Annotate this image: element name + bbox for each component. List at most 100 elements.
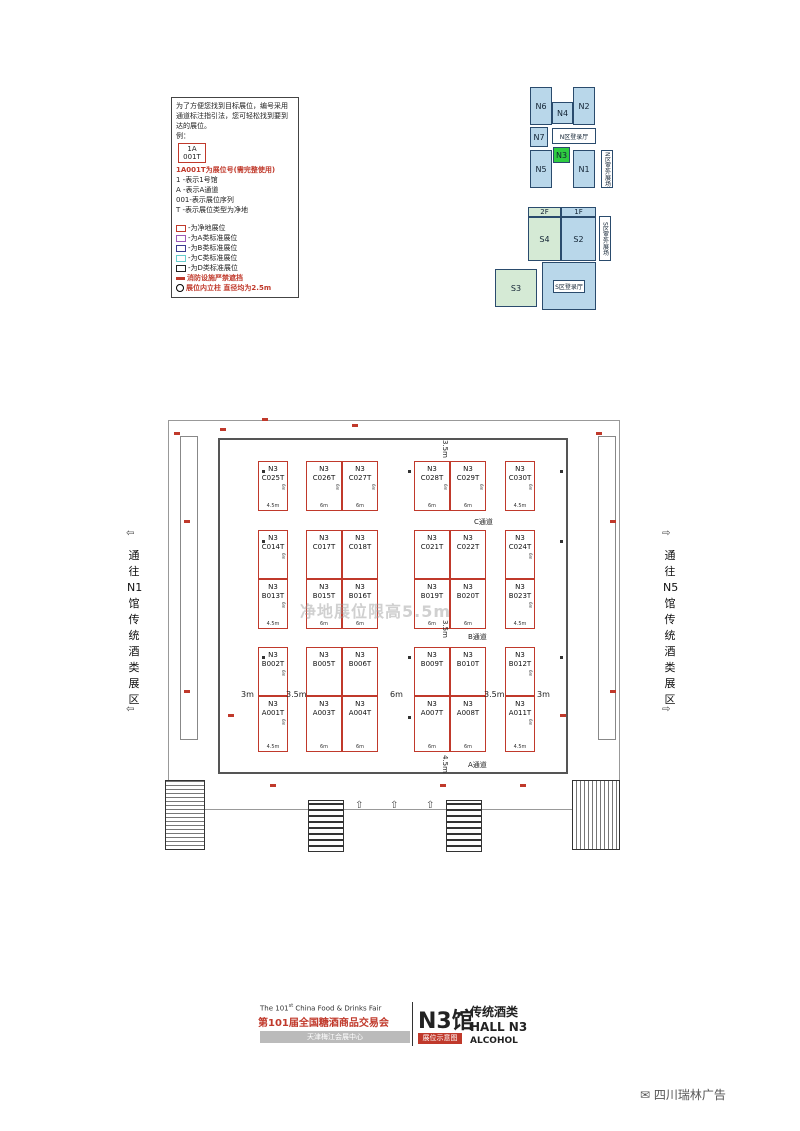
booth-code: B019T [420, 592, 444, 600]
hall-outer-wall [168, 420, 620, 810]
legend-fire-row: 消防设施严禁遮挡 [176, 273, 294, 283]
booth-code: C021T [420, 543, 444, 551]
keymap-hall-n5: N5 [530, 150, 552, 188]
category-cn: 传统酒类 [470, 1005, 519, 1019]
booth-code: A008T [456, 709, 480, 717]
keymap-hall-s3: S3 [495, 269, 537, 307]
legend-type-row: -为A类标准展位 [176, 233, 294, 243]
booth-hall: N3 [463, 700, 473, 708]
fire-equipment-icon [262, 418, 268, 421]
wechat-icon: ✉ [640, 1088, 651, 1102]
keymap-hall-n3-current: N3 [553, 147, 570, 163]
booth-depth: 6m [281, 719, 286, 726]
booth-depth: 6m [479, 484, 484, 491]
booth-width: 4.5m [513, 621, 527, 627]
booth-code: C029T [456, 474, 480, 482]
column-icon [262, 656, 265, 659]
keymap-n-outdoor: N区室外展场 [601, 150, 613, 188]
booth-code: B002T [261, 660, 285, 668]
booth-hall: N3 [515, 651, 525, 659]
fire-equipment-icon [610, 690, 616, 693]
measure-top-aisle: 3.5m [441, 440, 449, 458]
fire-equipment-icon [184, 690, 190, 693]
booth-code: B010T [456, 660, 480, 668]
booth-hall: N3 [355, 700, 365, 708]
booth-hall: N3 [319, 534, 329, 542]
booth-width: 6m [355, 621, 365, 627]
restroom-right [446, 800, 482, 852]
aisle-label-c: C通道 [474, 518, 493, 526]
publisher-watermark: ✉ 四川瑞林广告 [640, 1086, 726, 1103]
aisle-label-b: B通道 [468, 633, 487, 641]
booth-depth: 6m [281, 602, 286, 609]
fire-equipment-icon [596, 432, 602, 435]
booth-width: 6m [427, 744, 437, 750]
hall-title: N3馆 [418, 1009, 474, 1034]
height-limit-note: 净地展位限高5.5m [300, 602, 452, 621]
booth-width: 6m [319, 744, 329, 750]
booth-code: C030T [508, 474, 532, 482]
booth-hall: N3 [463, 465, 473, 473]
booth-code: B023T [508, 592, 532, 600]
booth-hall: N3 [427, 583, 437, 591]
fire-equipment-icon [440, 784, 446, 787]
booth-code: C028T [420, 474, 444, 482]
keymap-hall-n1: N1 [573, 150, 595, 188]
keymap-n-lobby: N区登录厅 [552, 128, 596, 144]
venue-location: 天津梅江会展中心 [260, 1031, 410, 1043]
legend-type-row: -为C类标准展位 [176, 253, 294, 263]
booth-width: 4.5m [513, 744, 527, 750]
booth-hall: N3 [427, 700, 437, 708]
legend-type-row: -为D类标准展位 [176, 263, 294, 273]
booth-hall: N3 [268, 700, 278, 708]
column-icon [560, 470, 563, 473]
booth-width: 6m [319, 621, 329, 627]
legend-item: A -表示A通道 [176, 186, 219, 194]
fair-name-cn: 第101届全国糖酒商品交易会 [258, 1018, 389, 1029]
booth-width: 6m [427, 621, 437, 627]
column-icon [176, 284, 184, 292]
booth-depth: 6m [281, 553, 286, 560]
fire-equipment-icon [228, 714, 234, 717]
booth-code: B013T [261, 592, 285, 600]
booth-code: B009T [420, 660, 444, 668]
